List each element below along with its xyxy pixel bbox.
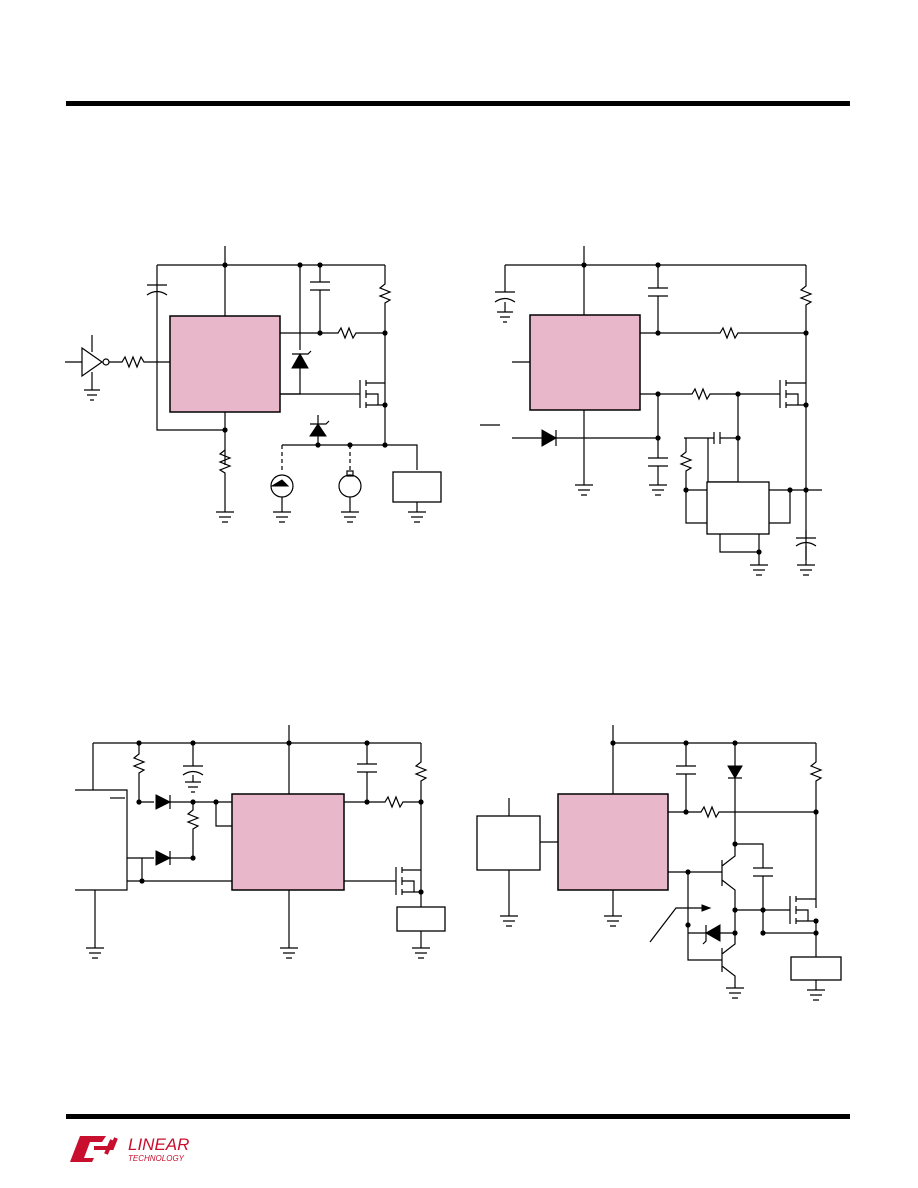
load-box: [392, 471, 442, 503]
brand-name: LINEAR: [128, 1135, 189, 1154]
brand-sub: TECHNOLOGY: [128, 1154, 185, 1163]
linear-technology-logo: LINEAR TECHNOLOGY: [70, 1135, 189, 1163]
aux-ic-box: [706, 481, 770, 535]
ic-block: [231, 793, 345, 891]
input-box: [476, 815, 541, 871]
load-box: [396, 906, 446, 932]
ic-block: [529, 314, 641, 411]
bottom-rule: [66, 1114, 850, 1119]
ic-block: [557, 793, 669, 891]
schematic-top-right: [480, 246, 822, 576]
schematic-top-left: [65, 246, 442, 523]
top-rule: [66, 101, 850, 106]
schematic-bottom-right: [476, 725, 842, 1001]
load-box: [790, 956, 842, 981]
motor-icon: [338, 474, 362, 498]
ic-block: [169, 315, 281, 413]
schematic-bottom-left: [75, 725, 446, 959]
